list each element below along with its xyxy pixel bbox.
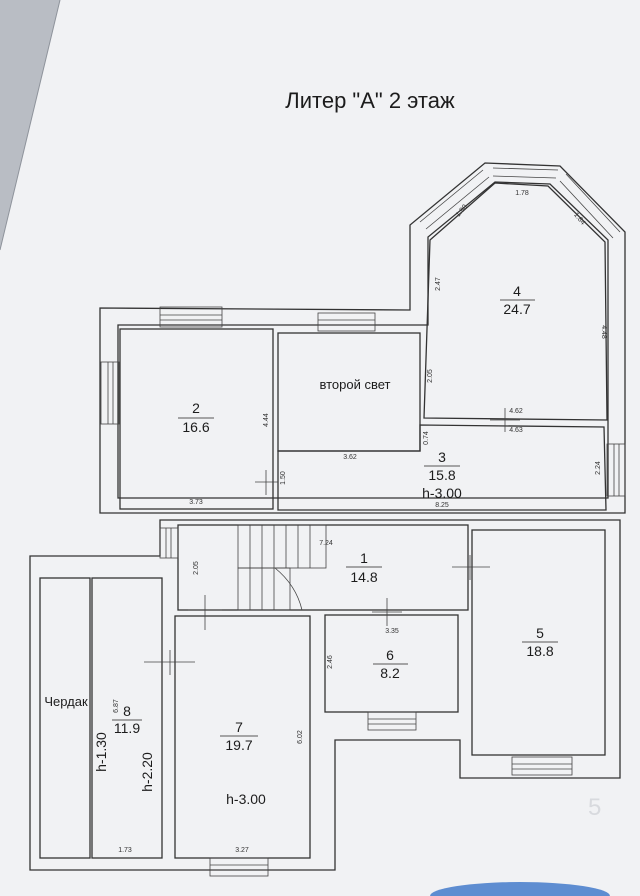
bay-windows [419,167,621,239]
dim-10: 4.44 [263,413,270,427]
windows-top [100,306,626,497]
room-8-height-a: h-1.30 [93,732,109,772]
room-4 [423,182,608,421]
dim-1: 1.78 [515,190,529,197]
room-labels: 2 16.6 3 15.8 h-3.00 4 24.7 1 14.8 5 18.… [44,283,558,807]
room-6-number: 6 [386,647,394,663]
dim-11: 3.62 [343,454,357,461]
room-7-height: h-3.00 [226,791,266,807]
attic-label: Чердак [44,694,88,709]
room-4-number: 4 [513,283,521,299]
dim-5: 4.48 [600,325,607,339]
attic [39,577,91,859]
room-7-number: 7 [235,719,243,735]
room-8 [91,577,163,859]
room-3-number: 3 [438,449,446,465]
room-8-height-b: h-2.20 [139,752,155,792]
stairs [237,524,327,611]
dim-18: 3.35 [385,628,399,635]
plan-title: Литер "А" 2 этаж [285,88,455,113]
outer-wall-upper [99,162,626,514]
door-marks [144,408,520,675]
dim-23: 3.27 [235,847,249,854]
dim-13: 3.73 [189,499,203,506]
dim-8: 4.63 [509,427,523,434]
room-3-height: h-3.00 [422,485,462,501]
windows-lower [159,527,573,877]
room-8-number: 8 [123,703,131,719]
dim-12: 1.50 [280,471,287,485]
room-8-area: 11.9 [114,720,140,736]
dim-7: 4.62 [509,408,523,415]
room-2 [119,328,274,510]
room-5-number: 5 [536,625,544,641]
room-1-area: 14.8 [350,569,377,585]
dim-17: 2.05 [193,561,200,575]
dim-20: 6.87 [113,699,120,713]
room-7-area: 19.7 [225,737,252,753]
floor-plan [29,162,626,877]
room-5-area: 18.8 [526,643,553,659]
dim-16: 7.24 [319,540,333,547]
dim-9: 0.74 [423,431,430,445]
dim-14: 2.24 [595,461,602,475]
corner-badge [430,882,610,896]
room-2-area: 16.6 [182,419,209,435]
dim-15: 8.25 [435,502,449,509]
dim-21: 6.02 [297,730,304,744]
dim-4: 2.47 [435,277,442,291]
room-4-area: 24.7 [503,301,530,317]
room-2-number: 2 [192,400,200,416]
room-1-number: 1 [360,550,368,566]
room-3 [277,424,607,511]
second-light-label: второй свет [319,377,390,392]
watermark: 5 [588,794,601,821]
room-6-area: 8.2 [380,665,400,681]
dim-19: 2.46 [327,655,334,669]
dim-6: 2.05 [427,369,434,383]
dim-22: 1.73 [118,847,132,854]
paper-edge [0,0,61,251]
room-3-area: 15.8 [428,467,455,483]
room-5 [471,529,606,756]
